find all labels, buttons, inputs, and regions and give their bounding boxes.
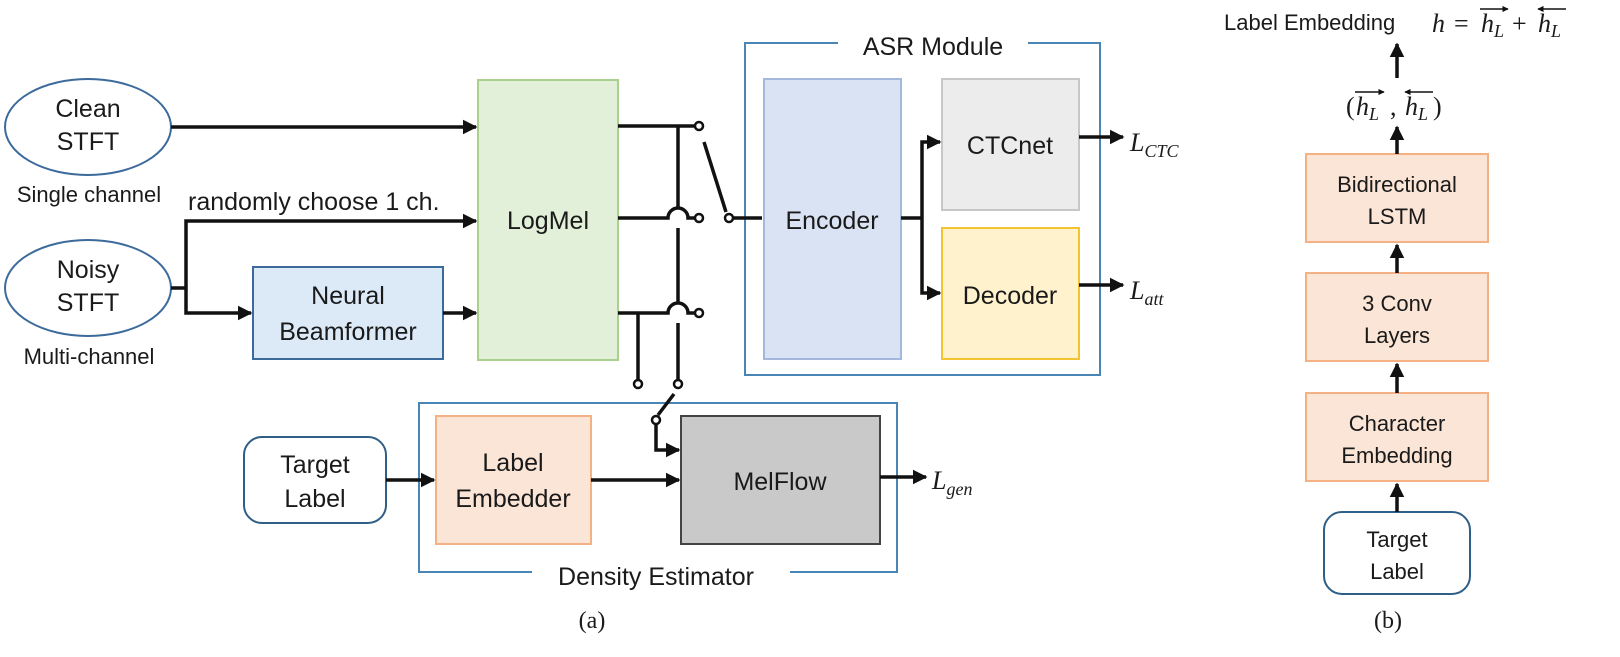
- arrow-switch-melflow: [654, 424, 681, 458]
- target-a-line2: Label: [284, 485, 345, 513]
- switch-contact-1: [693, 120, 705, 132]
- eq-plus: +: [1512, 9, 1527, 38]
- eq-term1: hL: [1481, 9, 1504, 41]
- beamformer-line1: Neural: [311, 282, 385, 310]
- target-label-node-a: Target Label: [243, 436, 387, 524]
- charemb-line1: Character: [1349, 411, 1446, 436]
- density-switch-arm: [656, 392, 676, 417]
- loss-ctc-sub: CTC: [1144, 141, 1179, 161]
- wire-logmel-out3: [618, 301, 695, 315]
- asr-module-title: ASR Module: [863, 33, 1003, 61]
- loss-gen-base: L: [931, 466, 946, 495]
- charemb-line2: Embedding: [1341, 443, 1452, 468]
- bilstm-block: Bidirectional LSTM: [1305, 153, 1489, 243]
- hidden-state-pair: ( hL , hL ): [1346, 88, 1442, 124]
- embedder-line1: Label: [482, 449, 543, 477]
- asr-switch-arm: [702, 141, 728, 213]
- panel-a-wires: [171, 119, 1125, 488]
- bilstm-line2: LSTM: [1368, 204, 1427, 229]
- arrow-encoder-decoder: [920, 218, 942, 301]
- eq-lhs: h: [1432, 9, 1445, 38]
- eq-term2: hL: [1538, 9, 1561, 41]
- pair-term2-sub: L: [1417, 104, 1428, 124]
- eq-term2-sub: L: [1550, 21, 1561, 41]
- encoder-label: Encoder: [785, 207, 878, 235]
- pair-close: ): [1433, 92, 1442, 121]
- arrow-encoder-ctcnet: [920, 134, 942, 218]
- label-embedding-title: Label Embedding: [1224, 10, 1395, 35]
- conv-line1: 3 Conv: [1362, 291, 1432, 316]
- target-label-node-b: Target Label: [1323, 511, 1471, 595]
- caption-b: (b): [1374, 608, 1402, 634]
- asr-module-group: ASR Module: [744, 33, 1101, 376]
- noisy-stft-node: Noisy STFT: [4, 239, 172, 337]
- pair-term2: hL: [1405, 92, 1428, 124]
- asr-switch-pivot: [723, 212, 735, 224]
- embedding-equation: h = hL + hL: [1432, 5, 1566, 41]
- single-channel-note: Single channel: [17, 182, 161, 207]
- conv-layers-block: 3 Conv Layers: [1305, 272, 1489, 362]
- wire-logmel-out2: [618, 206, 695, 220]
- label-embedder-block: Label Embedder: [435, 415, 592, 545]
- target-a-line1: Target: [280, 451, 350, 479]
- loss-ctc: LCTC: [1129, 128, 1179, 161]
- loss-att: Latt: [1129, 276, 1164, 309]
- melflow-block: MelFlow: [680, 415, 881, 545]
- noisy-stft-line2: STFT: [57, 289, 120, 317]
- clean-stft-line2: STFT: [57, 128, 120, 156]
- target-b-line2: Label: [1370, 559, 1424, 584]
- pair-term1: hL: [1356, 92, 1379, 124]
- clean-stft-line1: Clean: [55, 95, 120, 123]
- loss-att-base: L: [1129, 276, 1144, 305]
- switch-contact-3: [693, 307, 705, 319]
- melflow-label: MelFlow: [733, 468, 827, 496]
- loss-att-sub: att: [1144, 289, 1164, 309]
- loss-gen: Lgen: [931, 466, 972, 499]
- multi-channel-note: Multi-channel: [24, 344, 155, 369]
- conv-line2: Layers: [1364, 323, 1430, 348]
- pair-open: (: [1346, 92, 1355, 121]
- clean-stft-node: Clean STFT: [4, 78, 172, 176]
- logmel-block: LogMel: [477, 79, 619, 361]
- pair-term1-sub: L: [1368, 104, 1379, 124]
- bilstm-line1: Bidirectional: [1337, 172, 1457, 197]
- density-estimator-group: Density Estimator: [418, 402, 898, 591]
- eq-term1-sym: h: [1481, 9, 1494, 38]
- embedder-line2: Embedder: [455, 485, 570, 513]
- loss-gen-sub: gen: [946, 479, 972, 499]
- pair-term1-sym: h: [1356, 92, 1369, 121]
- eq-term2-sym: h: [1538, 9, 1551, 38]
- logmel-label: LogMel: [507, 207, 589, 235]
- encoder-block: Encoder: [763, 78, 902, 360]
- density-estimator-title: Density Estimator: [558, 563, 754, 591]
- arrow-noisy-beamformer: [184, 288, 253, 321]
- decoder-label: Decoder: [963, 282, 1058, 310]
- switch-contact-2: [693, 212, 705, 224]
- caption-a: (a): [579, 608, 606, 634]
- random-choice-label: randomly choose 1 ch.: [188, 188, 440, 216]
- pair-comma: ,: [1390, 92, 1397, 121]
- density-contact-1: [632, 378, 644, 390]
- pair-term2-sym: h: [1405, 92, 1418, 121]
- ctcnet-block: CTCnet: [941, 78, 1080, 211]
- loss-ctc-base: L: [1129, 128, 1144, 157]
- arrow-noisy-logmel: [184, 213, 478, 288]
- beamformer-line2: Beamformer: [279, 318, 417, 346]
- eq-term1-sub: L: [1493, 21, 1504, 41]
- density-contact-2: [672, 378, 684, 390]
- density-switch-pivot: [650, 414, 662, 426]
- char-embedding-block: Character Embedding: [1305, 392, 1489, 482]
- eq-equals: =: [1454, 9, 1469, 38]
- neural-beamformer-block: Neural Beamformer: [252, 266, 444, 360]
- decoder-block: Decoder: [941, 227, 1080, 360]
- noisy-stft-line1: Noisy: [57, 256, 120, 284]
- ctcnet-label: CTCnet: [967, 132, 1053, 160]
- target-b-line1: Target: [1366, 527, 1427, 552]
